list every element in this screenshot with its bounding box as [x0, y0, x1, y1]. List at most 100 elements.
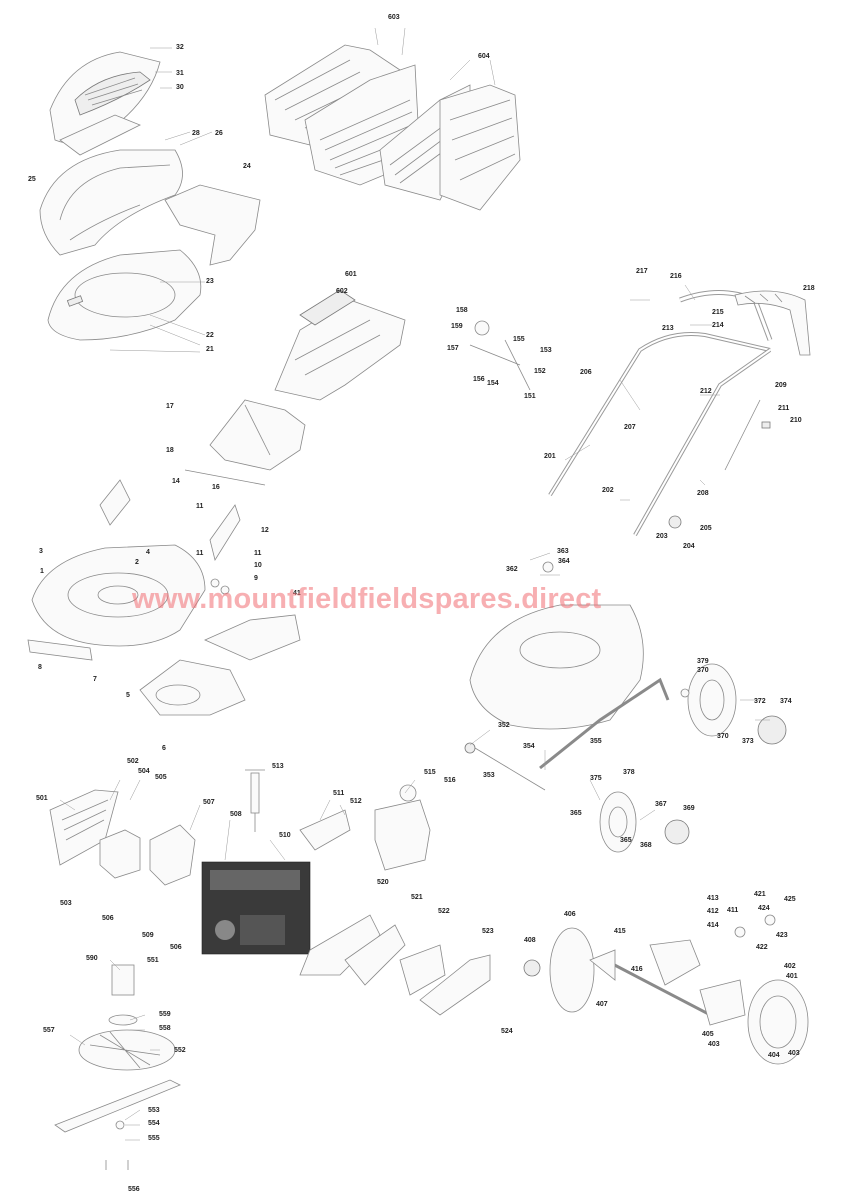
callout-155: 155	[513, 336, 525, 343]
callout-158: 158	[456, 307, 468, 314]
callout-211: 211	[778, 405, 790, 412]
engine-hood-drawing	[39, 47, 261, 266]
callout-553: 553	[148, 1107, 160, 1114]
callout-375: 375	[590, 775, 602, 782]
callout-501: 501	[36, 795, 48, 802]
callout-370a: 370	[697, 667, 709, 674]
callout-152: 152	[534, 368, 546, 375]
callout-404: 404	[768, 1052, 780, 1059]
callout-421: 421	[754, 891, 766, 898]
callout-603: 603	[388, 14, 400, 21]
callout-555: 555	[148, 1135, 160, 1142]
callout-215: 215	[712, 309, 724, 316]
callout-3: 3	[39, 548, 43, 555]
callout-504: 504	[138, 768, 150, 775]
callout-523: 523	[482, 928, 494, 935]
callout-424: 424	[758, 905, 770, 912]
callout-515: 515	[424, 769, 436, 776]
callout-207: 207	[624, 424, 636, 431]
callout-401: 401	[786, 973, 798, 980]
callout-379: 379	[697, 658, 709, 665]
watermark-text: www.mountfieldfieldspares.direct	[132, 583, 602, 615]
wheels-drawing	[599, 663, 787, 853]
callout-552: 552	[174, 1047, 186, 1054]
callout-355: 355	[590, 738, 602, 745]
callout-407: 407	[596, 1001, 608, 1008]
handle-drawing	[469, 290, 811, 536]
callout-204: 204	[683, 543, 695, 550]
callout-372: 372	[754, 698, 766, 705]
callout-362: 362	[506, 566, 518, 573]
callout-31: 31	[176, 70, 184, 77]
callout-159: 159	[451, 323, 463, 330]
callout-212: 212	[700, 388, 712, 395]
callout-425: 425	[784, 896, 796, 903]
callout-14: 14	[172, 478, 180, 485]
callout-17: 17	[166, 403, 174, 410]
callout-153: 153	[540, 347, 552, 354]
primer-syringe-drawing	[245, 769, 265, 832]
callout-354: 354	[523, 743, 535, 750]
blade-assembly-drawing	[54, 964, 181, 1170]
callout-411: 411	[727, 907, 739, 914]
callout-509: 509	[142, 932, 154, 939]
callout-30: 30	[176, 84, 184, 91]
rear-deck-drawing	[464, 561, 670, 791]
engine-covers-drawing	[299, 809, 491, 1016]
callout-7: 7	[93, 676, 97, 683]
callout-508: 508	[230, 811, 242, 818]
callout-11a: 11	[196, 503, 204, 510]
callout-551: 551	[147, 957, 159, 964]
air-filter-drawing	[49, 789, 196, 886]
callout-206: 206	[580, 369, 592, 376]
callout-604: 604	[478, 53, 490, 60]
callout-353: 353	[483, 772, 495, 779]
callout-32: 32	[176, 44, 184, 51]
deck-drawing	[27, 479, 301, 661]
callout-41: 41	[293, 590, 301, 597]
chassis-drawing	[47, 249, 206, 353]
callout-151: 151	[524, 393, 536, 400]
callout-216: 216	[670, 273, 682, 280]
callout-201: 201	[544, 453, 556, 460]
callout-558: 558	[159, 1025, 171, 1032]
callout-5: 5	[126, 692, 130, 699]
callout-23: 23	[206, 278, 214, 285]
callout-403b: 403	[788, 1050, 800, 1057]
grass-bag-drawing	[264, 27, 521, 211]
callout-157: 157	[447, 345, 459, 352]
baffle-drawing	[139, 659, 246, 716]
callout-506b: 506	[170, 944, 182, 951]
callout-507: 507	[203, 799, 215, 806]
callout-503: 503	[60, 900, 72, 907]
callout-352: 352	[498, 722, 510, 729]
callout-26: 26	[215, 130, 223, 137]
callout-368: 368	[640, 842, 652, 849]
callout-367: 367	[655, 801, 667, 808]
callout-516: 516	[444, 777, 456, 784]
callout-374: 374	[780, 698, 792, 705]
callout-1: 1	[40, 568, 44, 575]
callout-363: 363	[557, 548, 569, 555]
callout-557: 557	[43, 1027, 55, 1034]
callout-414: 414	[707, 922, 719, 929]
callout-154: 154	[487, 380, 499, 387]
callout-365a: 365	[570, 810, 582, 817]
fuel-tank-drawing	[374, 784, 431, 871]
callout-208: 208	[697, 490, 709, 497]
callout-16: 16	[212, 484, 220, 491]
callout-513: 513	[272, 763, 284, 770]
callout-373: 373	[742, 738, 754, 745]
drive-gearbox-drawing	[523, 914, 809, 1065]
callout-511: 511	[333, 790, 345, 797]
callout-506a: 506	[102, 915, 114, 922]
callout-21: 21	[206, 346, 214, 353]
callout-365b: 365	[620, 837, 632, 844]
callout-422: 422	[756, 944, 768, 951]
callout-524: 524	[501, 1028, 513, 1035]
callout-423: 423	[776, 932, 788, 939]
callout-502: 502	[127, 758, 139, 765]
callout-369: 369	[683, 805, 695, 812]
callout-202: 202	[602, 487, 614, 494]
callout-217: 217	[636, 268, 648, 275]
